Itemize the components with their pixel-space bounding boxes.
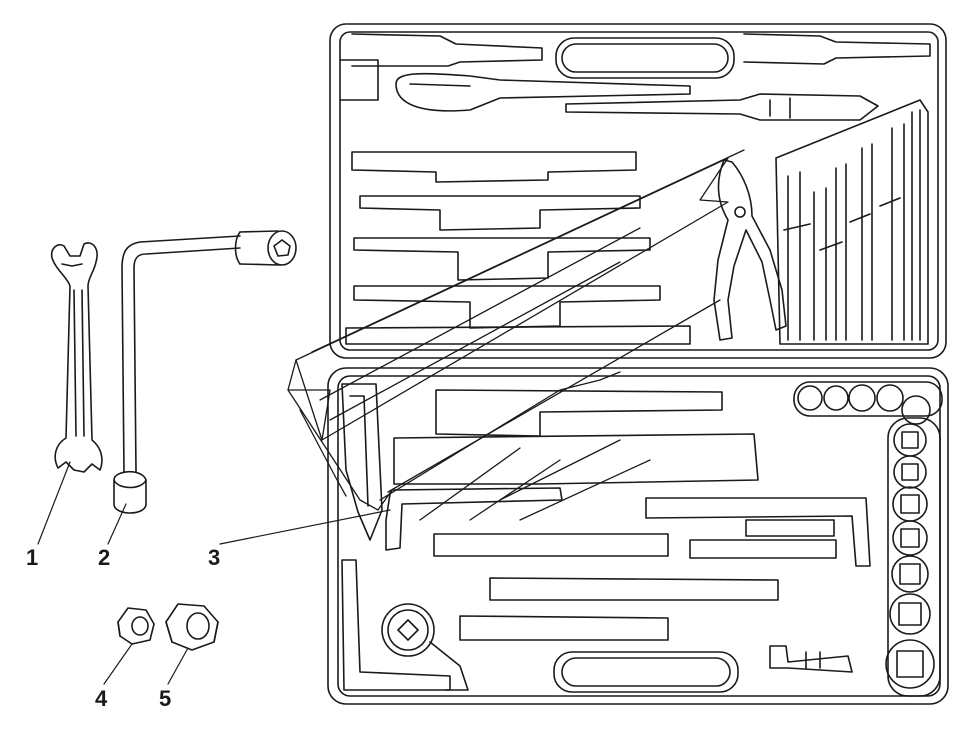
callout-label-2: 2	[98, 545, 111, 570]
callout-label-1: 1	[26, 545, 39, 570]
leader-line-5	[168, 648, 188, 684]
dispersion-arrow	[288, 150, 744, 520]
leader-line-1	[38, 462, 70, 544]
open-end-wrench	[52, 243, 102, 472]
large-nut	[166, 604, 218, 650]
callout-label-5: 5	[159, 686, 172, 711]
small-nut	[118, 608, 154, 644]
leader-line-4	[104, 644, 132, 684]
callout-label-3: 3	[208, 545, 221, 570]
leader-line-3	[220, 510, 390, 544]
case-upper-half	[330, 24, 946, 358]
leader-lines	[38, 462, 390, 684]
callout-label-4: 4	[95, 686, 108, 711]
l-socket-wrench	[114, 231, 296, 513]
leader-line-2	[108, 504, 126, 544]
case-lower-half	[328, 368, 948, 704]
